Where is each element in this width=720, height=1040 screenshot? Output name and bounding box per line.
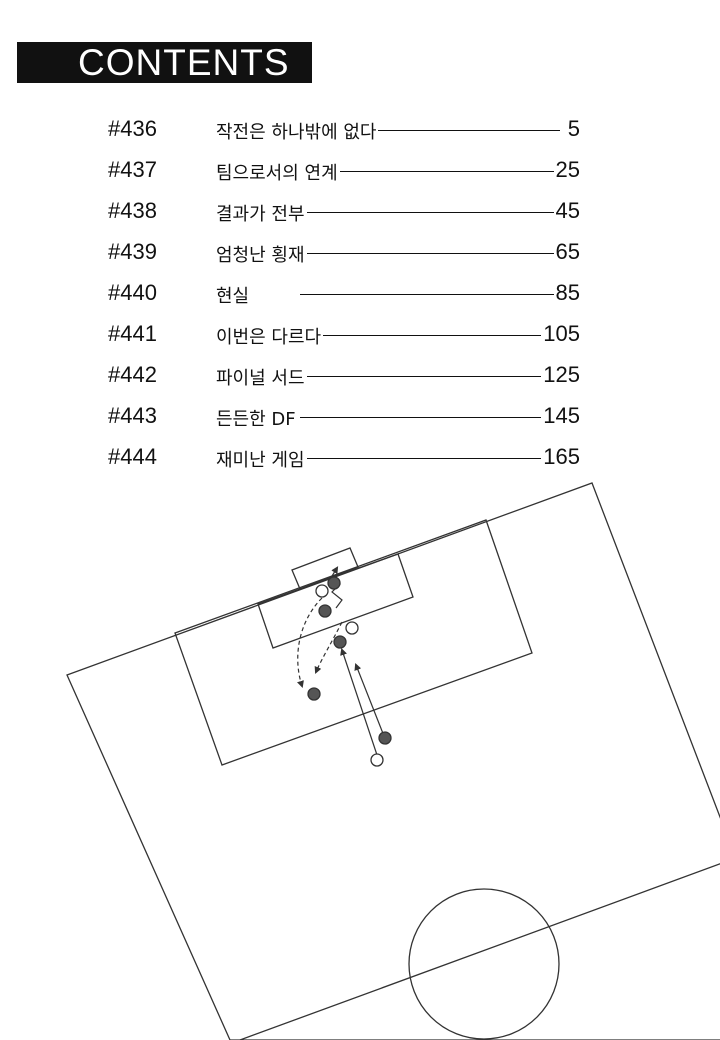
pass-arrow-long: [340, 647, 379, 759]
pitch-outline: [66, 482, 720, 1040]
toc-entry[interactable]: #444 재미난 게임 165: [0, 438, 720, 478]
goal: [291, 547, 359, 590]
leader-line: [300, 335, 560, 336]
chapter-title: 작전은 하나밖에 없다: [216, 118, 379, 144]
leader-line: [300, 294, 560, 295]
leader-line: [300, 253, 560, 254]
page-number: 145: [541, 403, 580, 429]
chapter-title: 재미난 게임: [216, 446, 307, 472]
leader-line: [300, 417, 560, 418]
chapter-title: 현실: [216, 282, 252, 308]
page-number: 65: [553, 239, 580, 265]
attacker-marker: [318, 604, 332, 618]
attacker-marker: [333, 635, 347, 649]
chapter-number: #443: [108, 403, 157, 428]
chapter-number: #444: [108, 444, 157, 469]
leader-line: [300, 212, 560, 213]
penalty-box: [174, 519, 533, 766]
chapter-number: #442: [108, 362, 157, 387]
page-number: 5: [565, 116, 580, 142]
run-arrow-cutback: [314, 621, 343, 674]
toc-entry[interactable]: #441 이번은 다르다 105: [0, 315, 720, 355]
chapter-title: 이번은 다르다: [216, 323, 324, 349]
toc-entry[interactable]: #438 결과가 전부 45: [0, 192, 720, 232]
chapter-title: 파이널 서드: [216, 364, 307, 390]
leader-line: [300, 171, 560, 172]
chapter-title: 팀으로서의 연계: [216, 159, 340, 185]
toc-entry[interactable]: #442 파이널 서드 125: [0, 356, 720, 396]
page-number: 25: [553, 157, 580, 183]
page-number: 165: [541, 444, 580, 470]
run-arrow-curved: [297, 597, 323, 689]
defender-marker: [370, 753, 384, 767]
defender-marker: [345, 621, 359, 635]
chapter-number: #436: [108, 116, 157, 141]
contents-header-band: [17, 42, 312, 83]
attacker-marker: [307, 687, 321, 701]
attacker-marker: [378, 731, 392, 745]
run-arrow-support: [354, 662, 385, 737]
chapter-number: #439: [108, 239, 157, 264]
contents-title: CONTENTS: [78, 42, 290, 83]
page-number: 105: [541, 321, 580, 347]
defender-marker: [315, 584, 329, 598]
toc-entry[interactable]: #439 엄청난 횡재 65: [0, 233, 720, 273]
goal-area: [257, 553, 414, 649]
leader-line: [300, 376, 560, 377]
chapter-title: 든든한 DF: [216, 405, 298, 431]
chapter-number: #441: [108, 321, 157, 346]
chapter-title: 결과가 전부: [216, 200, 307, 226]
toc-entry[interactable]: #443 든든한 DF 145: [0, 397, 720, 437]
page-number: 85: [553, 280, 580, 306]
chapter-number: #437: [108, 157, 157, 182]
soccer-play-diagram: [66, 482, 720, 1040]
chapter-number: #440: [108, 280, 157, 305]
chapter-title: 엄청난 횡재: [216, 241, 307, 267]
center-circle: [408, 888, 560, 1040]
attacker-marker: [327, 576, 341, 590]
toc-entry[interactable]: #437 팀으로서의 연계 25: [0, 151, 720, 191]
page-number: 45: [553, 198, 580, 224]
leader-line: [300, 130, 560, 131]
page-number: 125: [541, 362, 580, 388]
chapter-number: #438: [108, 198, 157, 223]
halfway-line: [239, 863, 720, 1040]
leader-line: [300, 458, 560, 459]
toc-entry[interactable]: #440 현실 85: [0, 274, 720, 314]
toc-entry[interactable]: #436 작전은 하나밖에 없다 5: [0, 110, 720, 150]
